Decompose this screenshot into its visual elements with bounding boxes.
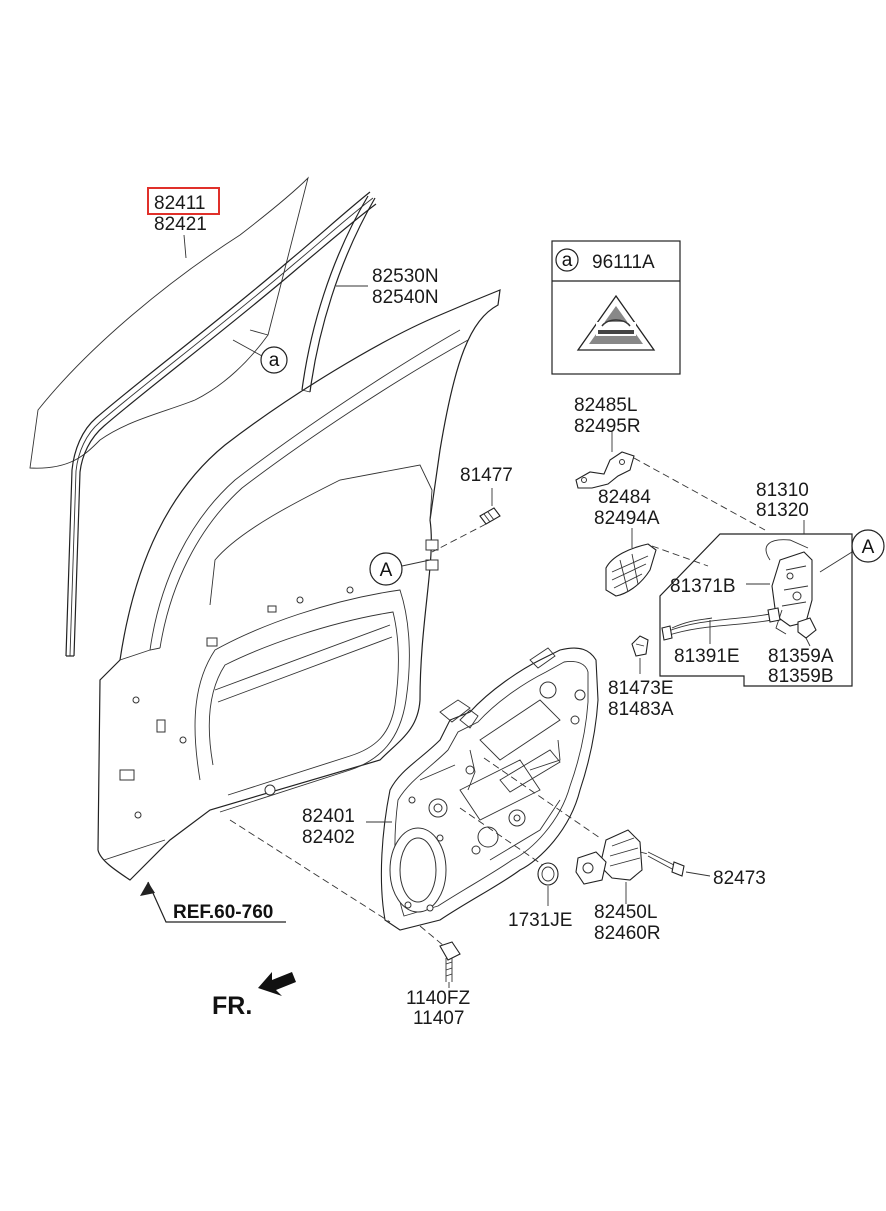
regulator-dash-motor bbox=[483, 757, 601, 839]
label-bolt-top[interactable]: 81477 bbox=[460, 465, 513, 486]
regulator-motor[interactable] bbox=[575, 829, 643, 885]
label-box-letter: a bbox=[562, 250, 573, 271]
bolt-1140fz[interactable] bbox=[439, 941, 461, 982]
frame-holes bbox=[119, 539, 439, 819]
ref-leader bbox=[147, 881, 286, 923]
screw-dash bbox=[639, 851, 649, 855]
label-clip-b[interactable]: 81359B bbox=[768, 666, 834, 687]
glass-leader bbox=[183, 234, 187, 259]
label-channel-b[interactable]: 82540N bbox=[372, 287, 439, 308]
label-latch-b[interactable]: 81320 bbox=[756, 500, 809, 521]
outside-handle[interactable] bbox=[605, 543, 657, 597]
handle-dash bbox=[651, 545, 709, 567]
label-bracket-a[interactable]: 82485L bbox=[574, 395, 637, 416]
circle-a-right-text: A bbox=[862, 537, 875, 558]
door-frame[interactable] bbox=[97, 289, 501, 881]
circle-a-left-text: A bbox=[380, 560, 393, 581]
label-bolt-bottom-a[interactable]: 1140FZ bbox=[406, 988, 470, 1009]
label-cable-b[interactable]: 81391E bbox=[674, 646, 740, 667]
regulator-dash-grommet bbox=[459, 807, 551, 871]
label-regulator-a[interactable]: 82401 bbox=[302, 806, 355, 827]
label-handle-b[interactable]: 82494A bbox=[594, 508, 660, 529]
label-box[interactable]: a 96111A bbox=[551, 240, 681, 375]
label-clip-a[interactable]: 81359A bbox=[768, 646, 834, 667]
circle-a-right bbox=[851, 529, 885, 563]
label-bracket-b[interactable]: 82495R bbox=[574, 416, 641, 437]
label-regulator-b[interactable]: 82402 bbox=[302, 827, 355, 848]
label-motor-a[interactable]: 82450L bbox=[594, 902, 657, 923]
label-cable-a[interactable]: 81371B bbox=[670, 576, 736, 597]
label-rod-a[interactable]: 81473E bbox=[608, 678, 674, 699]
front-label: FR. bbox=[212, 992, 252, 1020]
bracket-dash bbox=[633, 457, 766, 531]
callout-a-text: a bbox=[269, 350, 280, 371]
highlight-box bbox=[147, 187, 220, 215]
circle-a-left-leader bbox=[401, 559, 431, 567]
handle-bracket[interactable] bbox=[575, 451, 635, 489]
front-arrow-icon bbox=[258, 972, 296, 996]
rod-clip[interactable] bbox=[631, 635, 649, 657]
label-rod-b[interactable]: 81483A bbox=[608, 699, 674, 720]
latch-assembly-box[interactable] bbox=[659, 533, 853, 687]
circle-a-right-leader bbox=[819, 551, 853, 573]
latch-cable[interactable] bbox=[661, 607, 781, 641]
label-glass-b[interactable]: 82421 bbox=[154, 214, 207, 235]
regulator-dash-left bbox=[229, 819, 391, 923]
callout-a-circle bbox=[260, 346, 288, 374]
circle-a-left bbox=[369, 552, 403, 586]
glass-run-channel[interactable] bbox=[65, 191, 377, 657]
door-glass[interactable] bbox=[29, 176, 309, 469]
label-handle-a[interactable]: 82484 bbox=[598, 487, 651, 508]
bolt-bottom-dash bbox=[419, 925, 445, 947]
rear-run-channel[interactable] bbox=[301, 195, 376, 393]
label-latch-a[interactable]: 81310 bbox=[756, 480, 809, 501]
ref-label[interactable]: REF.60-760 bbox=[173, 902, 273, 923]
screw-82473[interactable] bbox=[647, 851, 685, 877]
label-box-code: 96111A bbox=[592, 252, 655, 273]
callout-a-leader bbox=[232, 339, 263, 357]
regulator-module[interactable] bbox=[380, 647, 599, 931]
label-channel-a[interactable]: 82530N bbox=[372, 266, 439, 287]
label-glass-a[interactable]: 82411 bbox=[154, 193, 205, 214]
bolt-81477-dash bbox=[431, 523, 487, 553]
label-motor-b[interactable]: 82460R bbox=[594, 923, 661, 944]
ref-arrowhead bbox=[140, 882, 155, 896]
label-screw[interactable]: 82473 bbox=[713, 868, 766, 889]
grommet-1731je[interactable] bbox=[537, 862, 559, 886]
latch-clip[interactable] bbox=[797, 617, 817, 639]
label-bolt-bottom-b[interactable]: 11407 bbox=[413, 1008, 464, 1029]
latch-clip-leader bbox=[805, 637, 811, 647]
bolt-81477[interactable] bbox=[479, 507, 501, 525]
screw-leader bbox=[685, 871, 711, 877]
door-latch[interactable] bbox=[765, 539, 813, 635]
label-grommet[interactable]: 1731JE bbox=[508, 910, 572, 931]
